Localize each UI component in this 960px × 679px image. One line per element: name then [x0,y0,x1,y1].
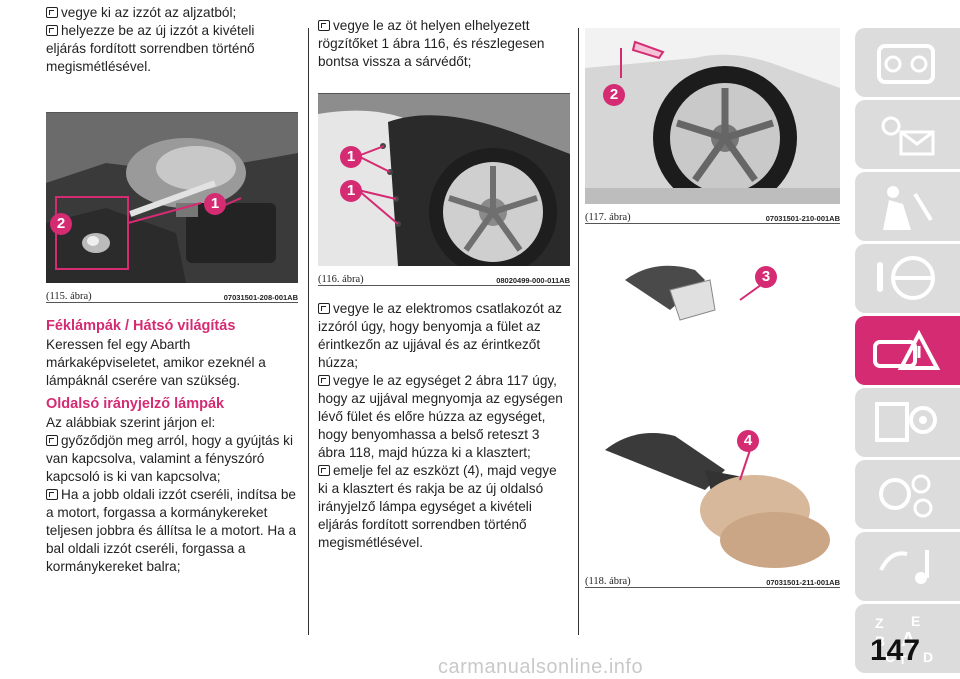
figure-116: 1 1 (116. ábra) 08020499-000-011AB [318,93,570,286]
callout-1: 1 [340,146,362,168]
bullet-text: vegye le az elektromos csatlakozót az iz… [318,301,562,370]
bullet-icon [46,7,58,18]
chapter-sidebar: Z E B A C T D [851,0,960,678]
bullet-text: vegye le az öt helyen elhelyezett rögzít… [318,18,545,69]
bullet-item: helyezze be az új izzót a kivételi eljár… [46,22,298,76]
bullet-text: győződjön meg arról, hogy a gyújtás ki v… [46,433,293,484]
bullet-icon [318,375,330,386]
tab-dashboard[interactable] [855,28,960,97]
callout-2: 2 [603,84,625,106]
tab-starting-driving[interactable] [855,244,960,313]
figure-116-image: 1 1 [318,94,570,266]
car-dashboard-icon [877,44,935,84]
callout-1: 1 [340,180,362,202]
watermark: carmanualsonline.info [438,656,644,678]
section-heading: Féklámpák / Hátsó világítás [46,318,236,334]
column-divider [578,28,579,635]
bullet-text: helyezze be az új izzót a kivételi eljár… [46,23,255,74]
figure-label: (118. ábra) [585,576,631,587]
bullet-icon [318,20,330,31]
bullet-item: győződjön meg arról, hogy a gyújtás ki v… [46,432,298,486]
bullet-text: emelje fel az eszközt (4), majd vegye ki… [318,463,557,550]
figure-117-image: 2 [585,28,840,204]
svg-text:C: C [885,649,895,665]
callout-3: 3 [755,266,777,288]
svg-text:A: A [901,629,915,651]
figure-caption: (115. ábra) 07031501-208-001AB [46,283,298,303]
bullet-text: vegye ki az izzót az aljzatból; [61,5,237,20]
bullet-icon [46,435,58,446]
tab-safety[interactable] [855,172,960,241]
bullet-item: vegye le az egységet 2 ábra 117 úgy, hog… [318,372,570,462]
maintenance-icon [875,402,937,442]
tab-index[interactable]: Z E B A C T D [855,604,960,673]
technical-data-icon [879,474,933,518]
figure-caption: (116. ábra) 08020499-000-011AB [318,266,570,286]
page-number: 147 [870,634,921,667]
tab-emergency[interactable] [855,316,960,385]
bullet-icon [46,489,58,500]
bullet-text: vegye le az egységet 2 ábra 117 úgy, hog… [318,373,563,460]
index-icon: Z E B A C T D [875,613,933,666]
multimedia-icon [879,550,929,584]
bullet-text: Ha a jobb oldali izzót cseréli, indítsa … [46,487,297,574]
figure-code: 08020499-000-011AB [496,276,570,285]
tab-multimedia[interactable] [855,532,960,601]
figure-label: (115. ábra) [46,291,92,302]
bullet-item: vegye ki az izzót az aljzatból; [46,4,298,22]
section-heading: Oldalsó irányjelző lámpák [46,396,225,412]
svg-text:T: T [899,653,907,666]
paragraph: Az alábbiak szerint járjon el: [46,415,216,430]
figure-118-image: 3 4 [585,240,840,568]
bullet-icon [318,465,330,476]
figure-label: (117. ábra) [585,212,631,223]
callout-4: 4 [737,430,759,452]
tab-technical-data[interactable] [855,460,960,529]
figure-code: 07031501-210-001AB [765,214,840,223]
figure-caption: (117. ábra) 07031501-210-001AB [585,204,840,224]
warning-lights-icon [881,116,935,156]
svg-text:B: B [875,633,885,649]
bullet-icon [46,25,58,36]
callout-1: 1 [204,193,226,215]
figure-117: 2 (117. ábra) 07031501-210-001AB [585,28,840,224]
bullet-item: vegye le az öt helyen elhelyezett rögzít… [318,17,570,71]
tab-maintenance[interactable] [855,388,960,457]
svg-text:E: E [911,613,920,629]
bullet-icon [318,303,330,314]
svg-text:Z: Z [875,615,884,631]
figure-code: 07031501-208-001AB [223,293,298,302]
figure-caption: (118. ábra) 07031501-211-001AB [585,568,840,588]
svg-text:D: D [923,649,933,665]
column-divider [308,28,309,635]
figure-115: 1 2 (115. ábra) 07031501-208-001AB [46,112,298,303]
figure-code: 07031501-211-001AB [766,578,840,587]
tab-warning-lights[interactable] [855,100,960,169]
starting-driving-icon [877,256,935,300]
emergency-icon [873,329,941,370]
bullet-item: emelje fel az eszközt (4), majd vegye ki… [318,462,570,552]
bullet-item: vegye le az elektromos csatlakozót az iz… [318,300,570,372]
figure-label: (116. ábra) [318,274,364,285]
paragraph: Keressen fel egy Abarth márkaképviselete… [46,337,266,388]
bullet-item: Ha a jobb oldali izzót cseréli, indítsa … [46,486,298,576]
safety-seat-icon [883,186,933,230]
figure-115-image: 1 2 [46,113,298,283]
callout-2: 2 [50,213,72,235]
figure-118: 3 4 (118. ábra) 07031501-211-001AB [585,240,840,588]
